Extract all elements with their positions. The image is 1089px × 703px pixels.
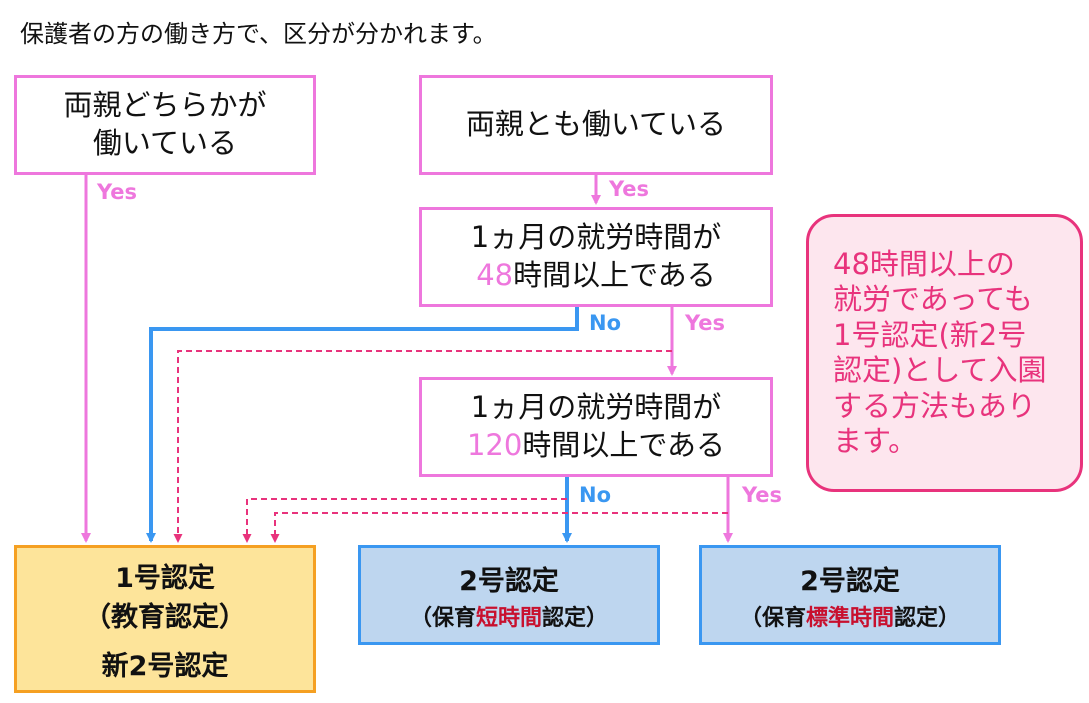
dashed-q120-no-type1 bbox=[242, 498, 567, 543]
q120-line1: 1ヵ月の就労時間が bbox=[470, 390, 722, 425]
q120-rest: 時間以上である bbox=[522, 428, 726, 462]
type1-line3: 新2号認定 bbox=[101, 650, 229, 682]
q120-number: 120 bbox=[466, 428, 523, 462]
arrow-q48-no bbox=[146, 307, 579, 543]
both-parents-box: 両親とも働いている bbox=[419, 75, 773, 175]
label-one-parent-yes: Yes bbox=[97, 180, 138, 204]
type2-std-highlight: 標準時間 bbox=[805, 605, 894, 631]
result-type2-short-box: 2号認定 （保育短時間認定） bbox=[358, 545, 660, 645]
q48-number: 48 bbox=[476, 258, 514, 292]
label-q120-no: No bbox=[579, 483, 612, 507]
type2-short-highlight: 短時間 bbox=[475, 605, 542, 631]
page-title: 保護者の方の働き方で、区分が分かれます。 bbox=[20, 20, 497, 48]
type1-line1: 1号認定 bbox=[115, 562, 215, 594]
type2-short-post: 認定） bbox=[542, 605, 609, 631]
dashed-q48-type1 bbox=[173, 350, 672, 543]
dashed-q120-yes-type1 bbox=[270, 512, 728, 543]
label-q48-yes: Yes bbox=[685, 311, 726, 335]
both-parents-text: 両親とも働いている bbox=[465, 107, 727, 142]
q120-box: 1ヵ月の就労時間が 120時間以上である bbox=[419, 377, 773, 477]
result-type2-std-box: 2号認定 （保育標準時間認定） bbox=[699, 545, 1001, 645]
label-both-yes: Yes bbox=[609, 177, 650, 201]
one-parent-box: 両親どちらかが 働いている bbox=[14, 75, 316, 175]
label-q120-yes: Yes bbox=[742, 483, 783, 507]
type2-short-line1: 2号認定 bbox=[459, 565, 559, 597]
note-text: 48時間以上の 就労であっても 1号認定(新2号 認定)として入園 する方法もあ… bbox=[833, 247, 1047, 458]
label-q48-no: No bbox=[589, 311, 622, 335]
q48-line2: 48時間以上である bbox=[476, 257, 716, 295]
one-parent-text: 両親どちらかが 働いている bbox=[63, 88, 267, 160]
q48-rest: 時間以上である bbox=[513, 258, 716, 292]
q48-box: 1ヵ月の就労時間が 48時間以上である bbox=[419, 207, 773, 307]
q48-line1: 1ヵ月の就労時間が bbox=[470, 220, 722, 255]
result-type1-box: 1号認定 （教育認定） 新2号認定 bbox=[14, 545, 316, 693]
q120-line2: 120時間以上である bbox=[467, 427, 725, 465]
type2-std-pre: （保育 bbox=[739, 605, 806, 631]
type1-line2: （教育認定） bbox=[84, 601, 246, 633]
type2-short-pre: （保育 bbox=[409, 605, 476, 631]
type2-short-line2: （保育短時間認定） bbox=[410, 600, 608, 632]
type2-std-line2: （保育標準時間認定） bbox=[740, 600, 960, 632]
note-box: 48時間以上の 就労であっても 1号認定(新2号 認定)として入園 する方法もあ… bbox=[806, 214, 1083, 492]
type2-std-post: 認定） bbox=[894, 605, 961, 631]
type2-std-line1: 2号認定 bbox=[800, 565, 900, 597]
